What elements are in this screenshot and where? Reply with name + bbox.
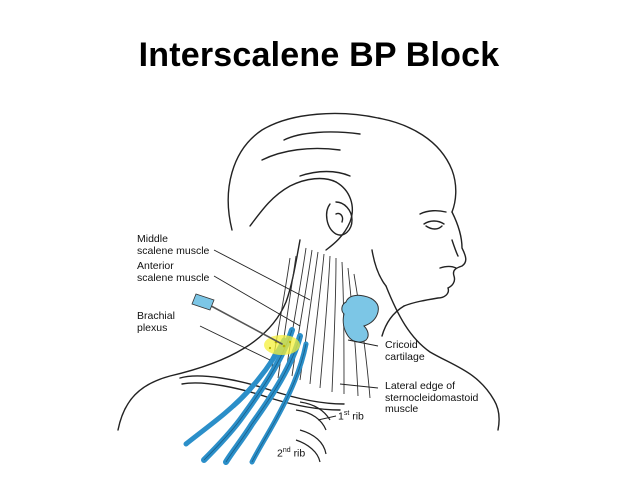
label-cricoid-cartilage: Cricoid cartilage <box>385 339 425 363</box>
label-line: scalene muscle <box>137 244 210 257</box>
label-line: cartilage <box>385 350 425 363</box>
rib-word: rib <box>293 447 306 460</box>
cricoid-cartilage <box>341 294 379 343</box>
rib-suffix: nd <box>282 447 291 454</box>
label-line: muscle <box>385 403 419 415</box>
slide-title: Interscalene BP Block <box>138 36 500 74</box>
label-line: Anterior <box>137 260 174 272</box>
rib-ordinal: 2 <box>277 447 283 460</box>
rib-word: rib <box>352 410 364 423</box>
label-line: Lateral edge of <box>385 380 456 392</box>
rib-suffix: st <box>343 410 350 417</box>
rib-ordinal: 1 <box>338 410 344 423</box>
leader-lines <box>199 249 379 421</box>
label-middle-scalene-muscle: Middle scalene muscle <box>137 233 210 257</box>
label-brachial-plexus: Brachial plexus <box>137 310 175 334</box>
label-line: Brachial <box>137 310 175 322</box>
label-sternocleidomastoid: Lateral edge of sternocleidomastoid musc… <box>385 380 479 416</box>
label-line: scalene muscle <box>137 271 210 284</box>
label-line: Middle <box>137 233 168 245</box>
label-line: Cricoid <box>385 339 418 351</box>
label-second-rib: 2nd rib <box>277 445 305 460</box>
needle-icon <box>191 293 283 345</box>
label-anterior-scalene-muscle: Anterior scalene muscle <box>137 260 210 284</box>
label-first-rib: 1st rib <box>338 408 364 423</box>
label-line: sternocleidomastoid <box>385 391 479 404</box>
label-line: plexus <box>137 321 168 334</box>
